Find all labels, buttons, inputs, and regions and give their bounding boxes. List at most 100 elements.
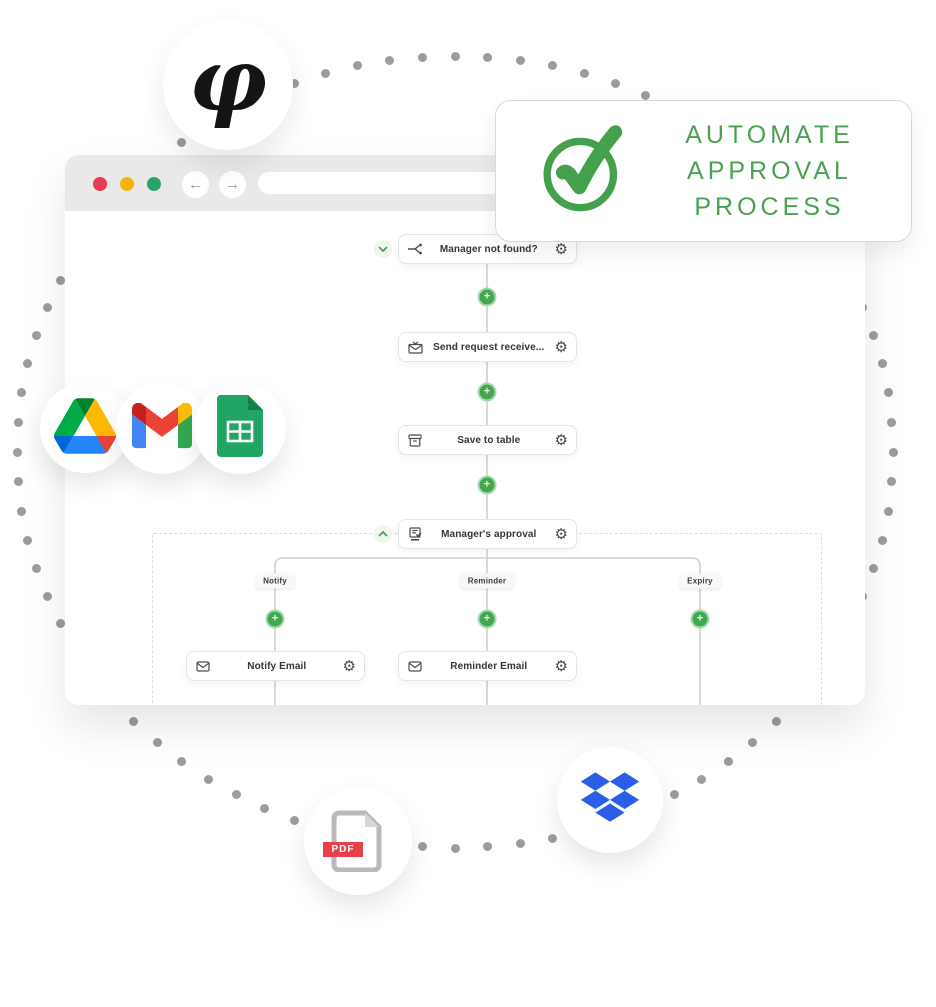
workflow-node-notify-email[interactable]: Notify Email ⚙: [186, 651, 365, 681]
plus-icon: +: [483, 290, 491, 303]
ring-dot: [640, 90, 650, 100]
check-circle-icon: [538, 121, 646, 222]
ring-dot: [887, 417, 897, 427]
gear-icon[interactable]: ⚙: [554, 240, 568, 258]
ring-dot: [483, 842, 493, 852]
ring-dot: [887, 477, 897, 487]
ring-dot: [417, 52, 427, 62]
mail-send-icon: [407, 339, 423, 355]
ring-dot: [152, 737, 162, 747]
branch-tag-reminder[interactable]: Reminder: [460, 573, 514, 589]
add-step-button[interactable]: +: [690, 609, 710, 629]
branch-icon: [407, 241, 423, 257]
ring-dot: [869, 330, 879, 340]
workflow-node-send-request[interactable]: Send request receive... ⚙: [398, 332, 577, 362]
pdf-badge: PDF: [304, 787, 412, 895]
add-step-button[interactable]: +: [477, 287, 497, 307]
ring-dot: [17, 388, 27, 398]
plus-icon: +: [483, 612, 491, 625]
automate-line-2: APPROVAL: [687, 157, 852, 185]
ring-dot: [353, 61, 363, 71]
branch-label: Expiry: [687, 576, 713, 586]
workflow-node-managers-approval[interactable]: Manager's approval ⚙: [398, 519, 577, 549]
ring-dot: [129, 716, 139, 726]
node-label: Reminder Email: [450, 660, 528, 672]
back-button[interactable]: ←: [182, 171, 209, 198]
plus-icon: +: [271, 612, 279, 625]
collapse-chevron-down[interactable]: [374, 240, 392, 258]
plus-icon: +: [696, 612, 704, 625]
forward-button[interactable]: →: [219, 171, 246, 198]
forward-arrow-icon: →: [225, 176, 240, 193]
branch-tag-notify[interactable]: Notify: [256, 573, 294, 589]
add-step-button[interactable]: +: [477, 382, 497, 402]
automate-approval-card: AUTOMATE APPROVAL PROCESS: [495, 100, 912, 242]
add-step-button[interactable]: +: [265, 609, 285, 629]
ring-dot: [515, 839, 525, 849]
gear-icon[interactable]: ⚙: [554, 431, 568, 449]
ring-dot: [869, 564, 879, 574]
ring-dot: [17, 506, 27, 516]
ring-dot: [748, 737, 758, 747]
ring-dot: [547, 61, 557, 71]
dropbox-icon: [579, 770, 641, 831]
collapse-chevron-up[interactable]: [374, 525, 392, 543]
gear-icon[interactable]: ⚙: [554, 657, 568, 675]
gear-icon[interactable]: ⚙: [554, 338, 568, 356]
ring-dot: [450, 51, 460, 61]
pdf-label: PDF: [323, 842, 363, 857]
ring-dot: [877, 535, 887, 545]
ring-dot: [610, 78, 620, 88]
ring-dot: [450, 843, 460, 853]
add-step-button[interactable]: +: [477, 475, 497, 495]
dropbox-badge: [557, 747, 663, 853]
ring-dot: [55, 619, 65, 629]
ring-dot: [290, 816, 300, 826]
gmail-badge: [116, 382, 208, 474]
plus-icon: +: [483, 385, 491, 398]
ring-dot: [515, 55, 525, 65]
ring-dot: [23, 535, 33, 545]
ring-dot: [12, 447, 22, 457]
phi-logo-glyph: φ: [189, 30, 267, 131]
minimize-window-button[interactable]: [120, 177, 134, 191]
ring-dot: [177, 137, 187, 147]
mail-icon: [407, 658, 423, 674]
ring-dot: [42, 592, 52, 602]
branch-label: Notify: [263, 576, 287, 586]
google-sheets-icon: [217, 394, 263, 462]
node-label: Manager's approval: [441, 528, 537, 540]
node-label: Save to table: [457, 434, 521, 446]
node-label: Manager not found?: [439, 243, 538, 255]
ring-dot: [23, 359, 33, 369]
ring-dot: [579, 69, 589, 79]
close-window-button[interactable]: [93, 177, 107, 191]
ring-dot: [231, 790, 241, 800]
gmail-icon: [132, 402, 192, 454]
gear-icon[interactable]: ⚙: [554, 525, 568, 543]
pdf-icon: PDF: [323, 810, 387, 873]
workflow-node-reminder-email[interactable]: Reminder Email ⚙: [398, 651, 577, 681]
table-save-icon: [407, 432, 423, 448]
ring-dot: [888, 447, 898, 457]
approval-icon: [407, 526, 423, 542]
node-label: Send request receive...: [433, 341, 545, 353]
workflow-node-save-to-table[interactable]: Save to table ⚙: [398, 425, 577, 455]
ring-dot: [417, 842, 427, 852]
automate-line-3: PROCESS: [694, 193, 845, 221]
add-step-button[interactable]: +: [477, 609, 497, 629]
maximize-window-button[interactable]: [147, 177, 161, 191]
google-drive-badge: [40, 383, 130, 473]
ring-dot: [321, 69, 331, 79]
automate-card-title: AUTOMATE APPROVAL PROCESS: [646, 117, 893, 225]
ring-dot: [547, 833, 557, 843]
ring-dot: [13, 477, 23, 487]
automate-line-1: AUTOMATE: [685, 121, 854, 149]
phi-logo-badge: φ: [163, 20, 293, 150]
branch-tag-expiry[interactable]: Expiry: [680, 573, 720, 589]
node-label: Notify Email: [247, 660, 307, 672]
ring-dot: [483, 52, 493, 62]
ring-dot: [260, 804, 270, 814]
gear-icon[interactable]: ⚙: [342, 657, 356, 675]
ring-dot: [177, 757, 187, 767]
